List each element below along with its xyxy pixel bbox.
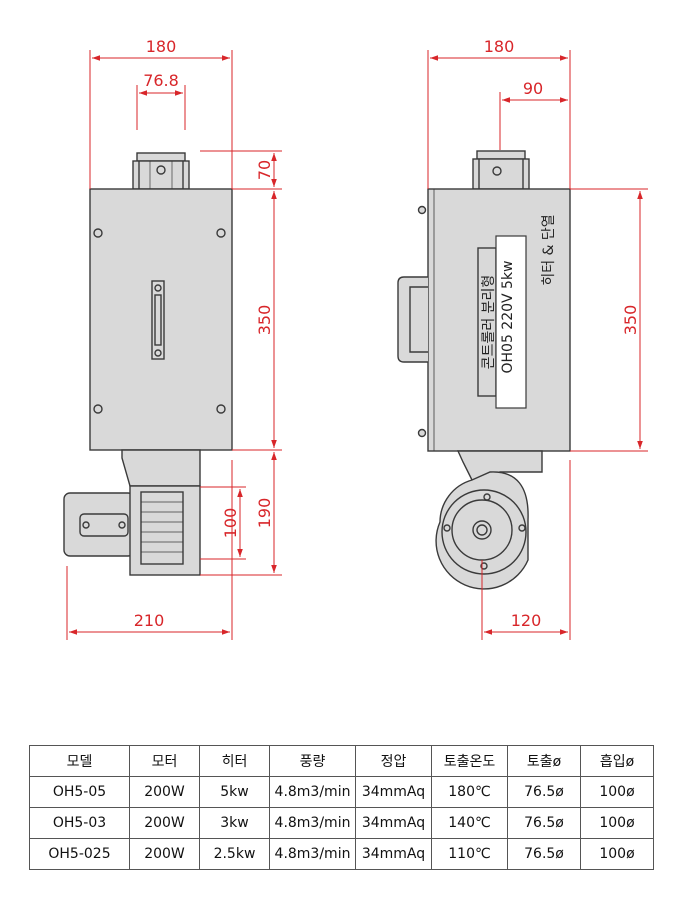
header-outlet-diameter: 토출ø xyxy=(507,745,581,777)
side-outlet-nozzle xyxy=(472,150,530,190)
header-outlet-temp: 토출온도 xyxy=(431,745,508,777)
spec-header-row: 모델 모터 히터 풍량 정압 토출온도 토출ø 흡입ø xyxy=(29,745,654,777)
table-cell: 76.5ø xyxy=(507,776,581,808)
svg-text:70: 70 xyxy=(255,160,274,180)
table-cell: 4.8m3/min xyxy=(269,838,356,870)
side-feature-label: 히터 & 단열 xyxy=(541,214,557,285)
table-row: OH5-025 200W 2.5kw 4.8m3/min 34mmAq 110℃… xyxy=(29,838,654,870)
side-blower xyxy=(435,471,529,590)
front-handle xyxy=(151,280,165,360)
table-cell: 4.8m3/min xyxy=(269,807,356,839)
front-view: 180 76.8 70 350 190 100 xyxy=(63,37,282,640)
svg-text:76.8: 76.8 xyxy=(143,71,179,90)
svg-text:350: 350 xyxy=(255,305,274,336)
table-cell: 100ø xyxy=(580,776,654,808)
table-cell: 200W xyxy=(129,807,200,839)
spec-table: 모델 모터 히터 풍량 정압 토출온도 토출ø 흡입ø OH5-05 200W … xyxy=(29,745,654,870)
front-dim-motor-inner: 100 xyxy=(200,486,246,560)
svg-text:100: 100 xyxy=(221,508,240,539)
table-cell: 180℃ xyxy=(431,776,508,808)
table-cell: OH5-03 xyxy=(29,807,130,839)
side-dim-width: 180 xyxy=(427,37,571,189)
table-cell: 5kw xyxy=(199,776,270,808)
svg-text:90: 90 xyxy=(523,79,543,98)
side-label-plate xyxy=(495,235,527,409)
table-cell: OH5-05 xyxy=(29,776,130,808)
front-dim-total-width: 210 xyxy=(66,460,233,640)
table-cell: 200W xyxy=(129,776,200,808)
side-handle xyxy=(397,276,428,363)
svg-text:350: 350 xyxy=(621,305,640,336)
table-row: OH5-05 200W 5kw 4.8m3/min 34mmAq 180℃ 76… xyxy=(29,776,654,808)
side-view: OH05 220V 5kw 콘트롤러 분리형 히터 & 단열 180 90 xyxy=(397,37,648,640)
header-airflow: 풍량 xyxy=(269,745,356,777)
front-dim-motor-height: 190 xyxy=(200,452,282,576)
svg-text:180: 180 xyxy=(146,37,177,56)
table-cell: 34mmAq xyxy=(355,838,432,870)
technical-drawing: 180 76.8 70 350 190 100 xyxy=(63,37,648,640)
header-heater: 히터 xyxy=(199,745,270,777)
table-cell: 200W xyxy=(129,838,200,870)
front-dim-outlet: 76.8 xyxy=(136,71,186,130)
side-type-label: 콘트롤러 분리형 xyxy=(481,275,497,370)
table-cell: 110℃ xyxy=(431,838,508,870)
side-dim-blower-width: 120 xyxy=(481,460,571,640)
front-motor xyxy=(63,485,201,576)
front-dim-width: 180 xyxy=(89,37,233,189)
table-cell: 100ø xyxy=(580,838,654,870)
header-static-pressure: 정압 xyxy=(355,745,432,777)
table-cell: 34mmAq xyxy=(355,807,432,839)
header-motor: 모터 xyxy=(129,745,200,777)
side-model-label: OH05 220V 5kw xyxy=(500,260,516,373)
table-cell: 140℃ xyxy=(431,807,508,839)
table-cell: 34mmAq xyxy=(355,776,432,808)
table-row: OH5-03 200W 3kw 4.8m3/min 34mmAq 140℃ 76… xyxy=(29,807,654,839)
svg-text:210: 210 xyxy=(134,611,165,630)
front-body-screws xyxy=(93,228,226,414)
table-cell: 100ø xyxy=(580,807,654,839)
side-dim-body-height: 350 xyxy=(570,188,648,452)
table-cell: 4.8m3/min xyxy=(269,776,356,808)
front-outlet-nozzle xyxy=(132,152,190,190)
svg-text:120: 120 xyxy=(511,611,542,630)
front-dim-outlet-height: 70 xyxy=(200,150,282,190)
side-screws xyxy=(417,205,427,438)
svg-text:180: 180 xyxy=(484,37,515,56)
front-neck xyxy=(121,449,201,487)
side-dim-offset: 90 xyxy=(499,79,568,150)
table-cell: OH5-025 xyxy=(29,838,130,870)
front-dim-body-height: 350 xyxy=(232,191,282,451)
table-cell: 2.5kw xyxy=(199,838,270,870)
table-cell: 76.5ø xyxy=(507,838,581,870)
svg-text:190: 190 xyxy=(255,498,274,529)
header-model: 모델 xyxy=(29,745,130,777)
table-cell: 76.5ø xyxy=(507,807,581,839)
table-cell: 3kw xyxy=(199,807,270,839)
header-inlet-diameter: 흡입ø xyxy=(580,745,654,777)
